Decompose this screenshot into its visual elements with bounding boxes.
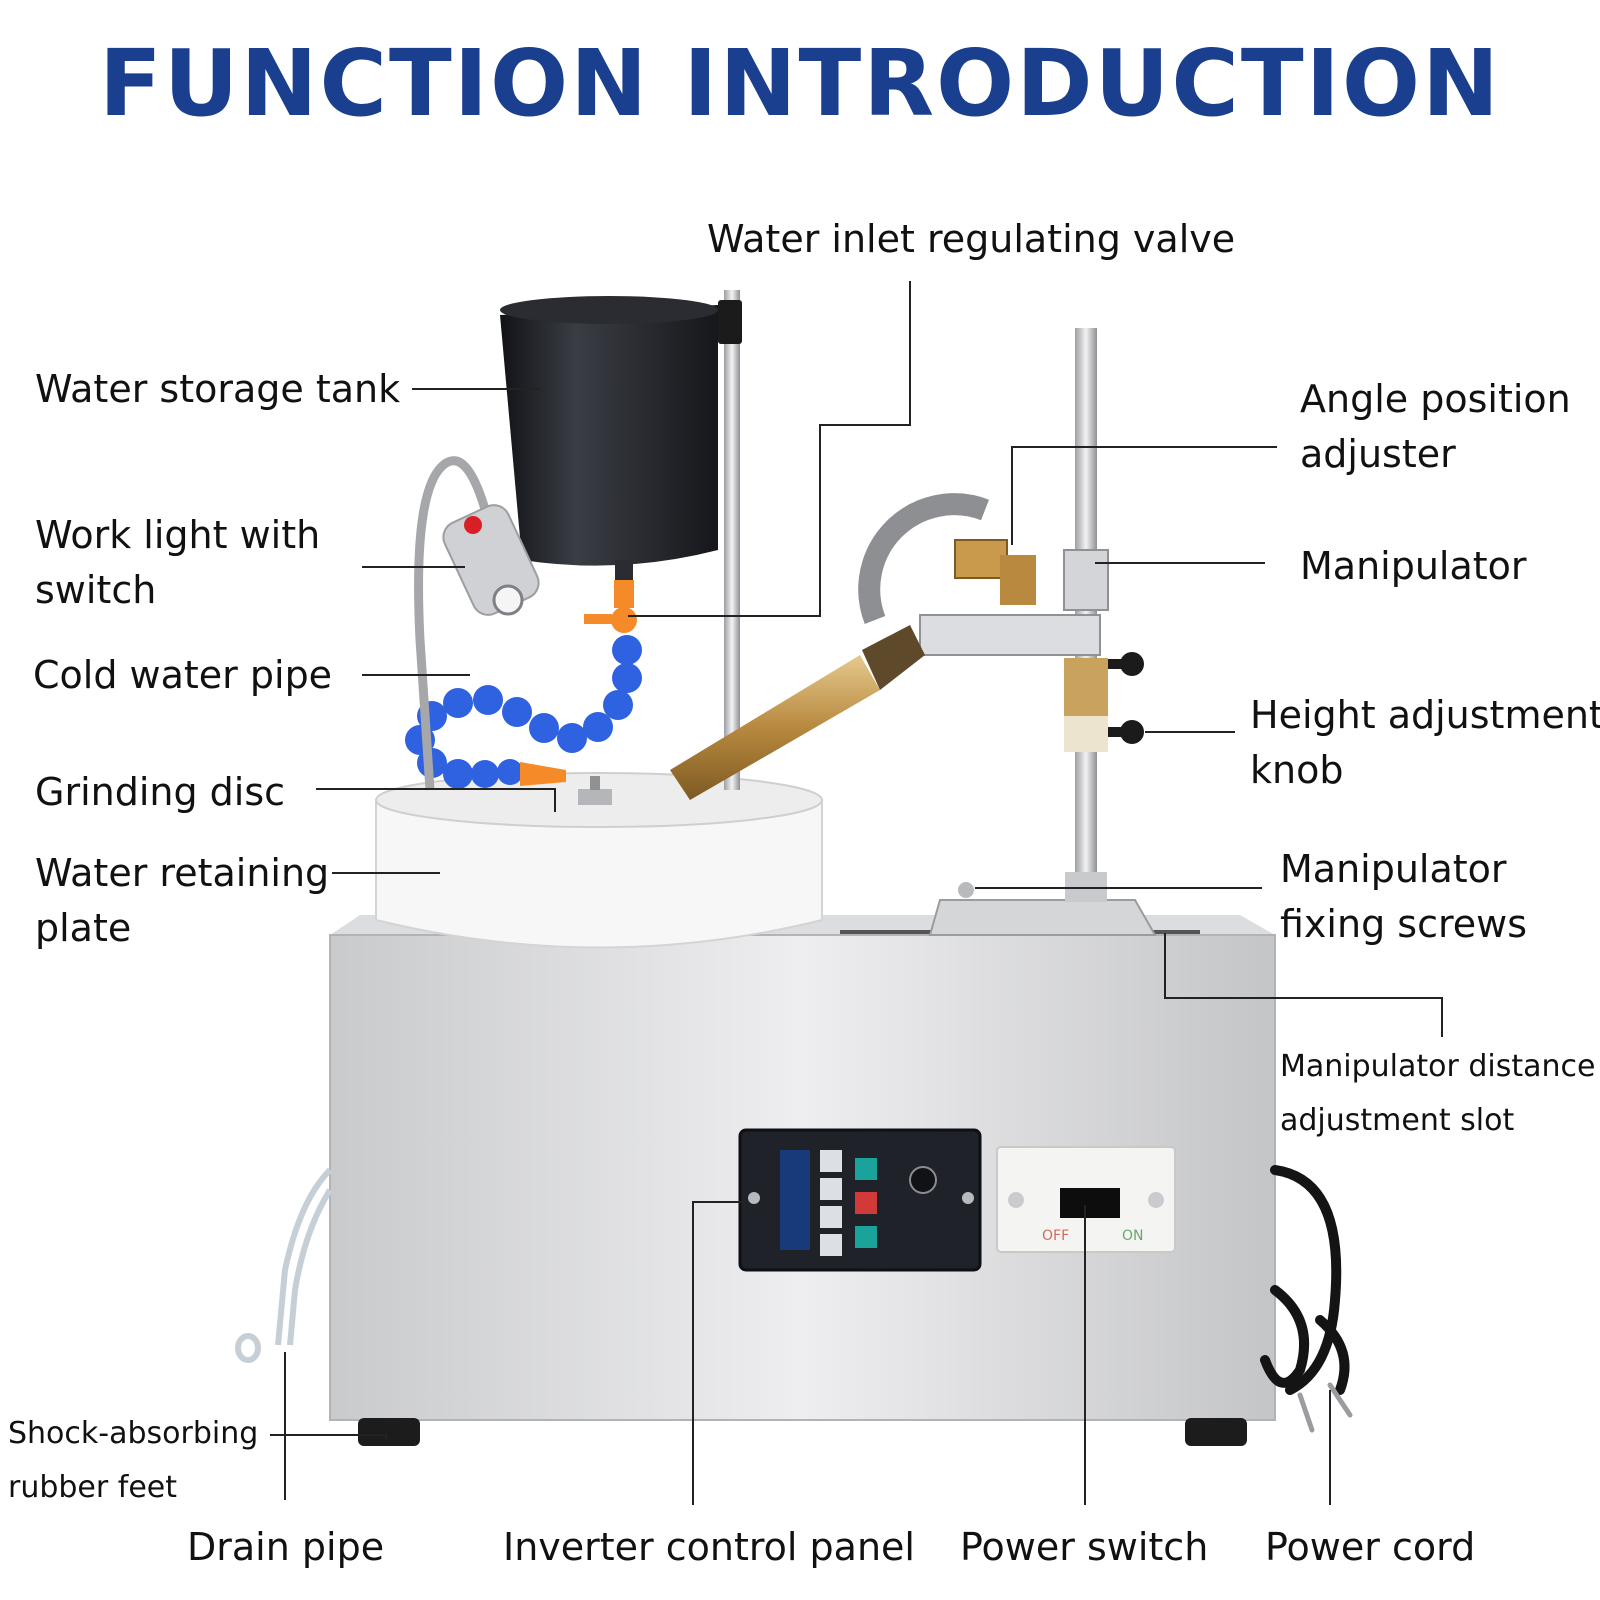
- label-angle-position-adjuster-line-1: Angle position: [1300, 377, 1571, 421]
- label-height-adjustment-knob-line-2: knob: [1250, 748, 1344, 792]
- label-angle-position-adjuster: Angle position adjuster: [1300, 372, 1571, 482]
- leader-lines: [270, 281, 1443, 1505]
- label-power-cord: Power cord: [1265, 1525, 1476, 1569]
- label-water-retaining-plate: Water retaining plate: [35, 846, 329, 956]
- label-water-retaining-plate-line-1: Water retaining: [35, 851, 330, 895]
- label-work-light: Work light with switch: [35, 508, 320, 618]
- power-switch-graphic: OFF ON: [996, 1146, 1176, 1253]
- label-height-adjustment-knob-line-1: Height adjustment: [1250, 693, 1600, 737]
- label-work-light-line-2: switch: [35, 568, 157, 612]
- leader-rubber-feet: [270, 1434, 387, 1440]
- label-power-switch: Power switch: [960, 1525, 1209, 1569]
- label-cold-water-pipe: Cold water pipe: [33, 653, 333, 697]
- leader-water-inlet-valve: [628, 281, 911, 617]
- label-water-retaining-plate-line-2: plate: [35, 906, 132, 950]
- label-manipulator-fixing-screws: Manipulator fixing screws: [1280, 842, 1527, 952]
- switch-on-label: ON: [1122, 1228, 1144, 1244]
- label-manipulator-slot-line-1: Manipulator distance: [1280, 1049, 1596, 1084]
- page-title: FUNCTION INTRODUCTION: [98, 30, 1502, 137]
- rubber-feet: [358, 1418, 1247, 1446]
- cold-water-pipe-graphic: [405, 635, 642, 789]
- work-light-graphic: [414, 456, 540, 791]
- water-valve-graphic: [584, 580, 637, 633]
- label-work-light-line-1: Work light with: [35, 513, 321, 557]
- water-retaining-plate-graphic: [375, 772, 823, 949]
- manipulator-arm-graphic: [919, 549, 1144, 752]
- label-grinding-disc: Grinding disc: [35, 770, 286, 814]
- leader-adjustment-slot: [1164, 933, 1443, 1037]
- tank-support-rod: [724, 290, 740, 790]
- manipulator-base-graphic: [928, 872, 1157, 936]
- label-drain-pipe: Drain pipe: [187, 1525, 385, 1569]
- rod-clamp: [718, 300, 742, 344]
- leader-angle-adjuster: [1011, 446, 1277, 545]
- label-inverter-control-panel: Inverter control panel: [503, 1525, 915, 1569]
- leader-inverter-panel: [692, 1201, 745, 1505]
- drain-pipe: [235, 1167, 333, 1363]
- leader-grinding-disc: [316, 788, 556, 812]
- label-rubber-feet-line-2: rubber feet: [8, 1470, 177, 1505]
- label-height-adjustment-knob: Height adjustment knob: [1250, 688, 1600, 798]
- label-manipulator: Manipulator: [1300, 544, 1527, 588]
- label-water-inlet-valve: Water inlet regulating valve: [707, 217, 1236, 261]
- label-manipulator-slot-line-2: adjustment slot: [1280, 1103, 1515, 1138]
- label-manipulator-fixing-screws-line-1: Manipulator: [1280, 847, 1507, 891]
- angle-adjuster-graphic: [858, 493, 1036, 624]
- inverter-control-panel-graphic: [738, 1128, 982, 1272]
- power-cord-graphic: [1260, 1165, 1353, 1433]
- label-manipulator-fixing-screws-line-2: fixing screws: [1280, 902, 1527, 946]
- handpiece-graphic: [670, 625, 925, 800]
- label-manipulator-slot: Manipulator distance adjustment slot: [1280, 1040, 1596, 1148]
- label-rubber-feet-line-1: Shock-absorbing: [8, 1416, 259, 1451]
- label-water-storage-tank: Water storage tank: [35, 367, 401, 411]
- label-rubber-feet: Shock-absorbing rubber feet: [8, 1407, 258, 1515]
- label-angle-position-adjuster-line-2: adjuster: [1300, 432, 1456, 476]
- switch-off-label: OFF: [1042, 1228, 1069, 1244]
- water-storage-tank-graphic: [500, 296, 718, 582]
